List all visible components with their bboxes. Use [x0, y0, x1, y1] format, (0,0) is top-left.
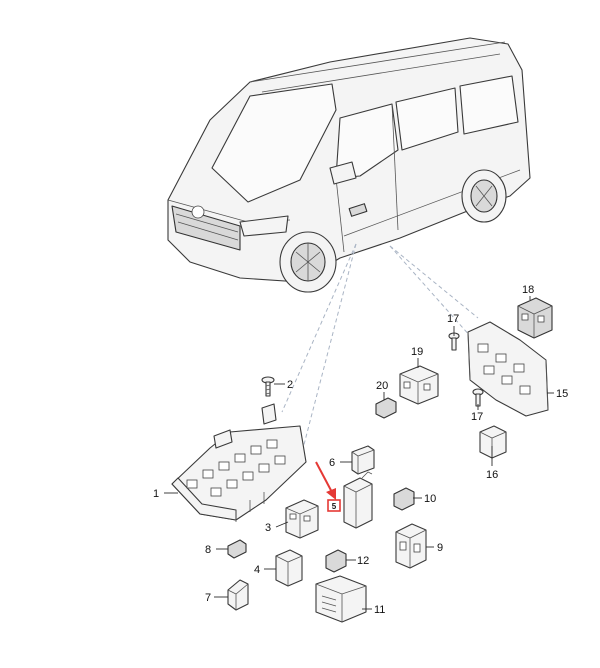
van-illustration [167, 37, 531, 293]
callout-12: 12 [357, 555, 369, 567]
screw-part-2 [261, 376, 275, 397]
leader-lines [164, 296, 554, 610]
callout-19: 19 [411, 346, 423, 358]
callout-5-box [327, 499, 341, 512]
callout-3: 3 [265, 522, 271, 534]
callout-7: 7 [205, 592, 211, 604]
callout-2: 2 [287, 379, 293, 391]
relay-socket-part-9 [395, 523, 427, 569]
callout-10: 10 [424, 493, 436, 505]
callout-1: 1 [153, 488, 159, 500]
callout-9: 9 [437, 542, 443, 554]
relay-cube-part-4 [275, 549, 303, 587]
fuse-part-20 [375, 397, 397, 419]
relay-block-part-3 [285, 499, 319, 539]
fuse-holder-part-5 [343, 471, 373, 529]
bracket-part-7 [227, 579, 249, 611]
connector-module-part-11 [315, 575, 367, 623]
callout-8: 8 [205, 544, 211, 556]
relay-part-16 [479, 425, 507, 459]
callout-17a: 17 [447, 313, 459, 325]
relay-carrier-part-1 [171, 403, 307, 522]
callout-18: 18 [522, 284, 534, 296]
callout-17b: 17 [471, 411, 483, 423]
micro-fuse-part-10 [393, 487, 415, 511]
callout-labels: 1 2 3 4 6 7 8 9 10 11 12 15 16 17 17 18 … [153, 284, 568, 616]
highlight-arrow [315, 461, 336, 500]
callout-16: 16 [486, 469, 498, 481]
callout-4: 4 [254, 564, 260, 576]
callout-15: 15 [556, 388, 568, 400]
callout-5: 5 [332, 502, 337, 511]
callout-20: 20 [376, 380, 388, 392]
fuse-part-12 [325, 549, 347, 573]
relay-part-18 [517, 297, 553, 339]
bracket-frame-part-15 [467, 321, 549, 417]
callout-6: 6 [329, 457, 335, 469]
relay-block-part-19 [399, 365, 439, 405]
screw-part-17b [472, 388, 484, 407]
callout-11: 11 [374, 604, 385, 616]
clip-part-8 [227, 539, 247, 559]
fuse-part-6 [351, 445, 375, 475]
